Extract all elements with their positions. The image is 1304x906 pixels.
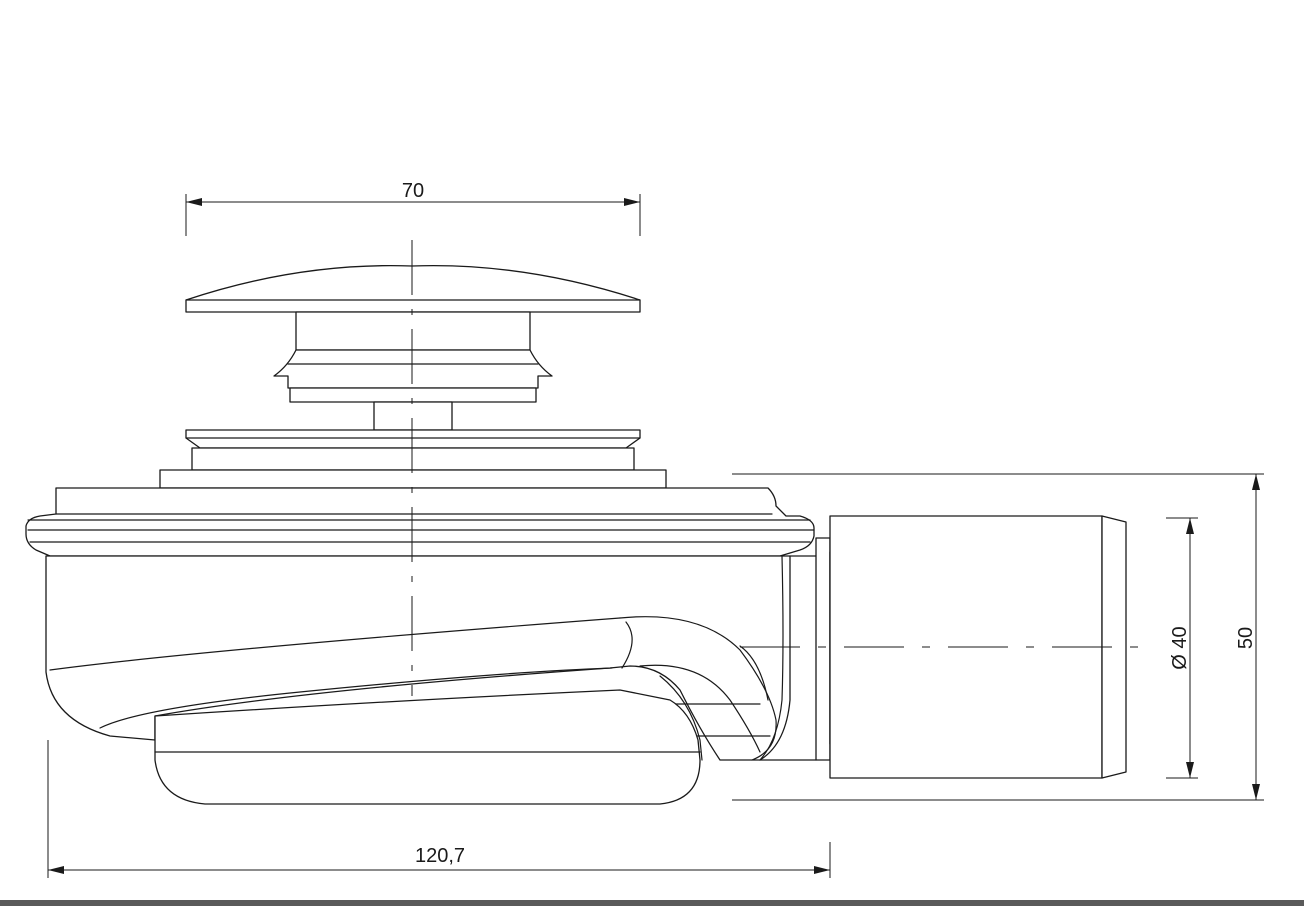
dimension-outlet-height: 50 — [732, 473, 1264, 801]
outlet-height-label: 50 — [1235, 627, 1257, 649]
dimension-cap-width: 70 — [185, 180, 641, 236]
cap-width-label: 70 — [402, 180, 424, 202]
outlet-diameter-label: Ø 40 — [1169, 626, 1191, 669]
overall-length-label: 120,7 — [415, 845, 465, 867]
stopper-cap — [185, 265, 641, 313]
dimension-outlet-diameter: Ø 40 — [1166, 517, 1198, 779]
dimension-overall-length: 120,7 — [47, 740, 831, 878]
drain-bowl — [45, 555, 791, 761]
flange-rings — [159, 429, 667, 489]
lower-trap — [154, 689, 701, 805]
drain-rim — [25, 487, 815, 557]
bottom-border-bar — [0, 900, 1304, 906]
stopper-stem — [273, 311, 553, 431]
